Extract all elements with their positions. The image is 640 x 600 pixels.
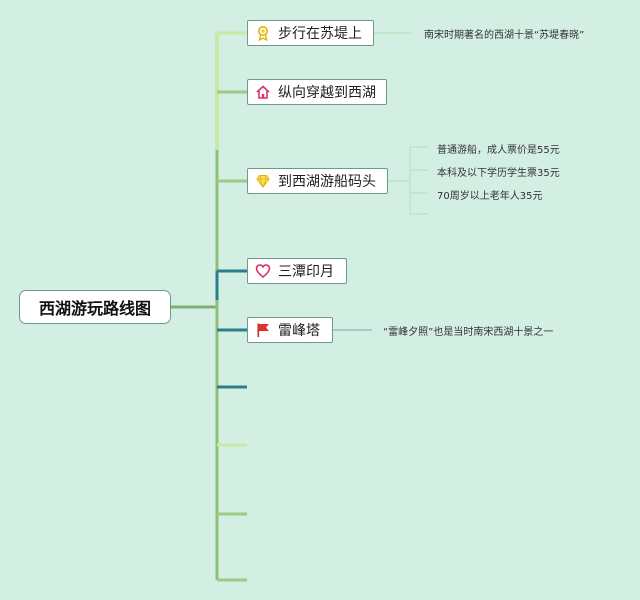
branch-label-3: 到西湖游船码头 xyxy=(278,174,376,190)
detail-bracket xyxy=(388,146,428,215)
award-ribbon-icon xyxy=(254,24,272,42)
detail-item-3: 70周岁以上老年人35元 xyxy=(437,191,543,202)
home-icon xyxy=(254,83,272,101)
red-flag-icon xyxy=(254,321,272,339)
root-node[interactable]: 西湖游玩路线图 xyxy=(19,290,171,324)
branch-node-5[interactable]: 雷峰塔 xyxy=(247,317,333,343)
branch-note-5: “雷峰夕照”也是当时南宋西湖十景之一 xyxy=(383,327,554,338)
branch-node-1[interactable]: 步行在苏堤上 xyxy=(247,20,374,46)
detail-item-1: 普通游船，成人票价是55元 xyxy=(437,145,560,156)
branch-node-3[interactable]: 到西湖游船码头 xyxy=(247,168,388,194)
branch-label-5: 雷峰塔 xyxy=(278,323,320,339)
detail-item-2: 本科及以下学历学生票35元 xyxy=(437,168,560,179)
branch-label-1: 步行在苏堤上 xyxy=(278,26,362,42)
branch-node-4[interactable]: 三潭印月 xyxy=(247,258,347,284)
heart-icon xyxy=(254,262,272,280)
root-label: 西湖游玩路线图 xyxy=(38,299,151,318)
diamond-icon xyxy=(254,172,272,190)
branch-label-2: 纵向穿越到西湖 xyxy=(278,85,376,101)
branch-note-1: 南宋时期著名的西湖十景“苏堤春晓” xyxy=(424,30,585,41)
branch-label-4: 三潭印月 xyxy=(278,264,334,280)
branch-node-2[interactable]: 纵向穿越到西湖 xyxy=(247,79,387,105)
